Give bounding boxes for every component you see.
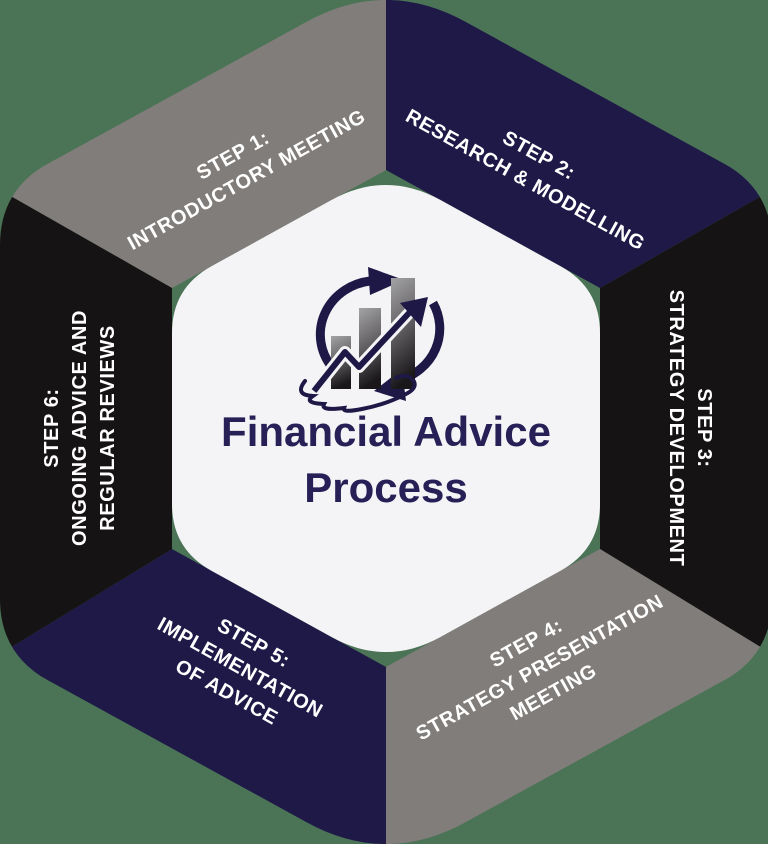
segment-step-1	[0, 0, 386, 288]
segment-step-4	[386, 549, 768, 844]
segment-step-3	[600, 190, 768, 654]
growth-chart-cycle-in-hand-icon	[298, 267, 445, 413]
segment-step-2	[386, 0, 768, 288]
segment-step-6	[0, 190, 172, 654]
center-panel	[172, 184, 600, 653]
segment-step-5	[0, 549, 386, 844]
